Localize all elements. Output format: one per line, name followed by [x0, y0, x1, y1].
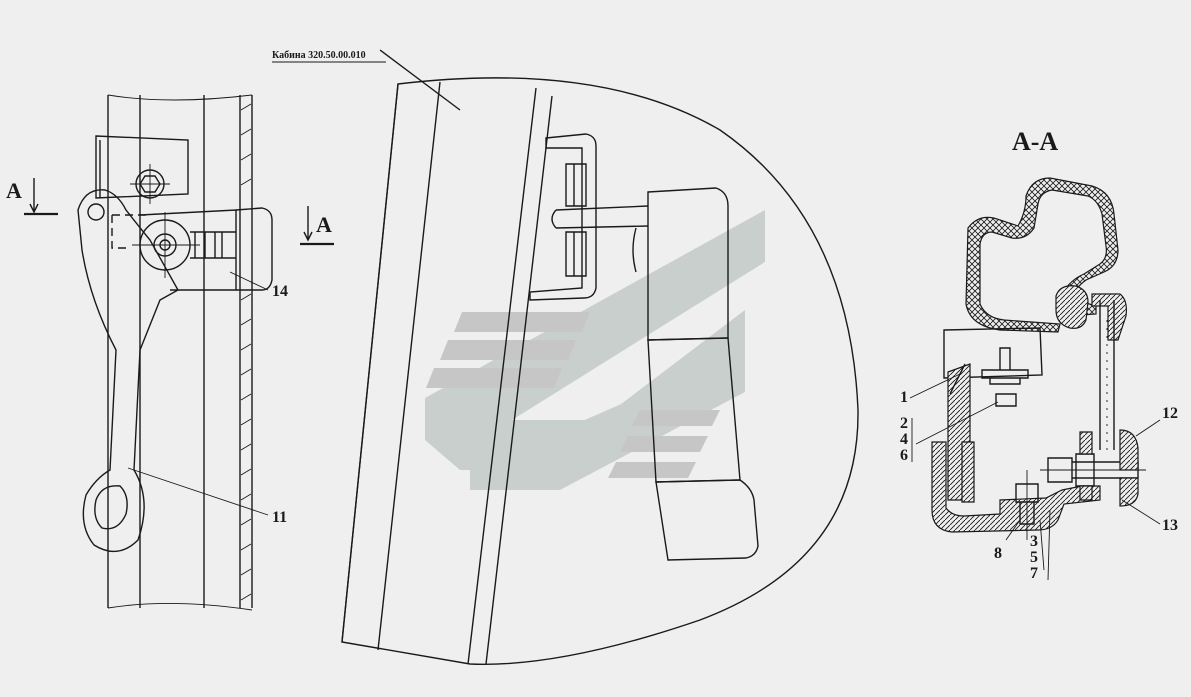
callout-1: 1 [900, 389, 908, 406]
left-view-latch [24, 94, 334, 611]
callout-2: 2 [900, 415, 908, 432]
pillar-hatching [240, 103, 252, 601]
callout-7: 7 [1030, 565, 1038, 582]
callout-11: 11 [272, 509, 287, 526]
section-a-a [909, 177, 1161, 581]
callout-5: 5 [1030, 549, 1038, 566]
section-mark-right: А [316, 212, 332, 237]
callout-4: 4 [900, 431, 908, 448]
section-title: А-А [1012, 127, 1058, 156]
section-mark-left: А [6, 178, 22, 203]
callout-6: 6 [900, 447, 908, 464]
callout-13: 13 [1162, 517, 1178, 534]
callout-14: 14 [272, 283, 288, 300]
callout-3: 3 [1030, 533, 1038, 550]
cabin-ref-label: Кабина 320.50.00.010 [272, 50, 366, 61]
callout-12: 12 [1162, 405, 1178, 422]
callout-8: 8 [994, 545, 1002, 562]
middle-view-cabin [272, 49, 859, 665]
watermark-logo [425, 210, 765, 490]
